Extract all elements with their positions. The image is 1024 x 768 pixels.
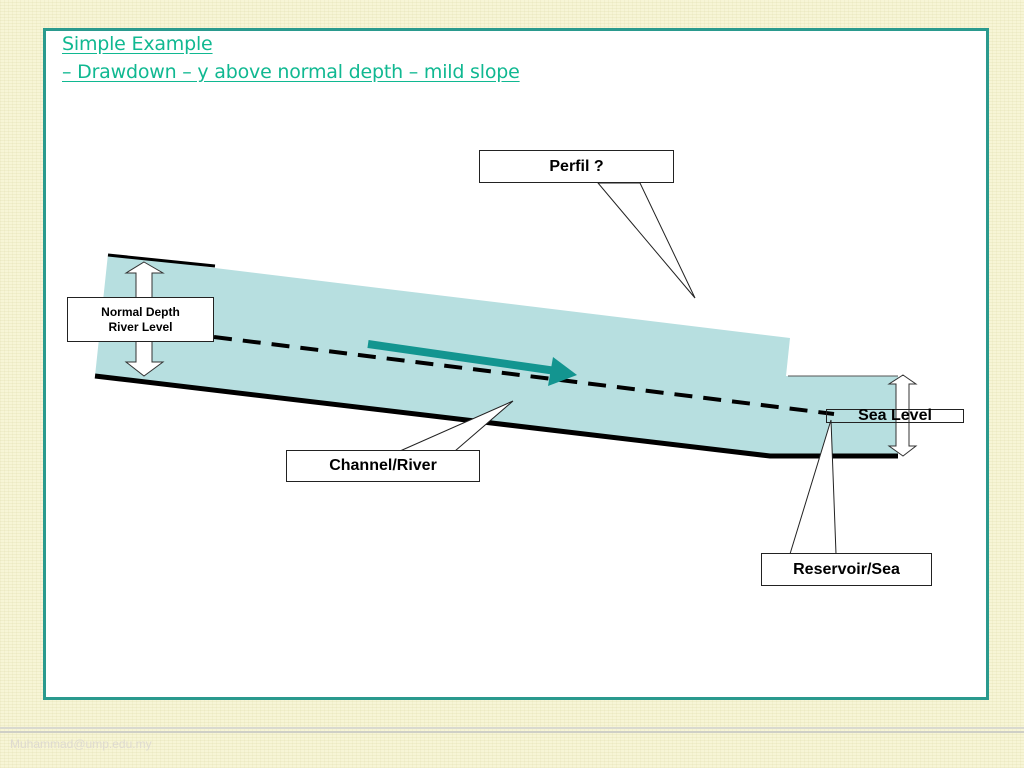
river-level-text: River Level [108, 319, 173, 334]
water-body [95, 254, 898, 456]
channel-river-text: Channel/River [329, 457, 437, 474]
slide-title: Simple Example [62, 33, 213, 55]
perfil-text: Perfil ? [549, 157, 604, 175]
perfil-label: Perfil ? [479, 150, 674, 183]
reservoir-sea-text: Reservoir/Sea [793, 560, 900, 578]
sea-level-text: Sea Level [858, 407, 932, 424]
sea-level-label: Sea Level [826, 407, 964, 424]
perfil-callout-pointer [596, 182, 696, 299]
reservoir-sea-label: Reservoir/Sea [761, 553, 932, 586]
flow-arrow-head [548, 357, 577, 386]
flow-arrow-shaft [367, 340, 557, 375]
normal-depth-label: Normal Depth River Level [67, 297, 214, 342]
normal-depth-text: Normal Depth [101, 304, 180, 319]
footer-email: Muhammad@ump.edu.my [10, 737, 152, 751]
channel-bed [94, 373, 898, 459]
footer-divider [0, 727, 1024, 735]
bank-top-line [107, 253, 216, 268]
channel-river-label: Channel/River [286, 450, 480, 482]
normal-depth-line [213, 335, 835, 416]
slide-subtitle: – Drawdown – y above normal depth – mild… [62, 61, 520, 83]
sea-depth-arrow [887, 374, 918, 457]
